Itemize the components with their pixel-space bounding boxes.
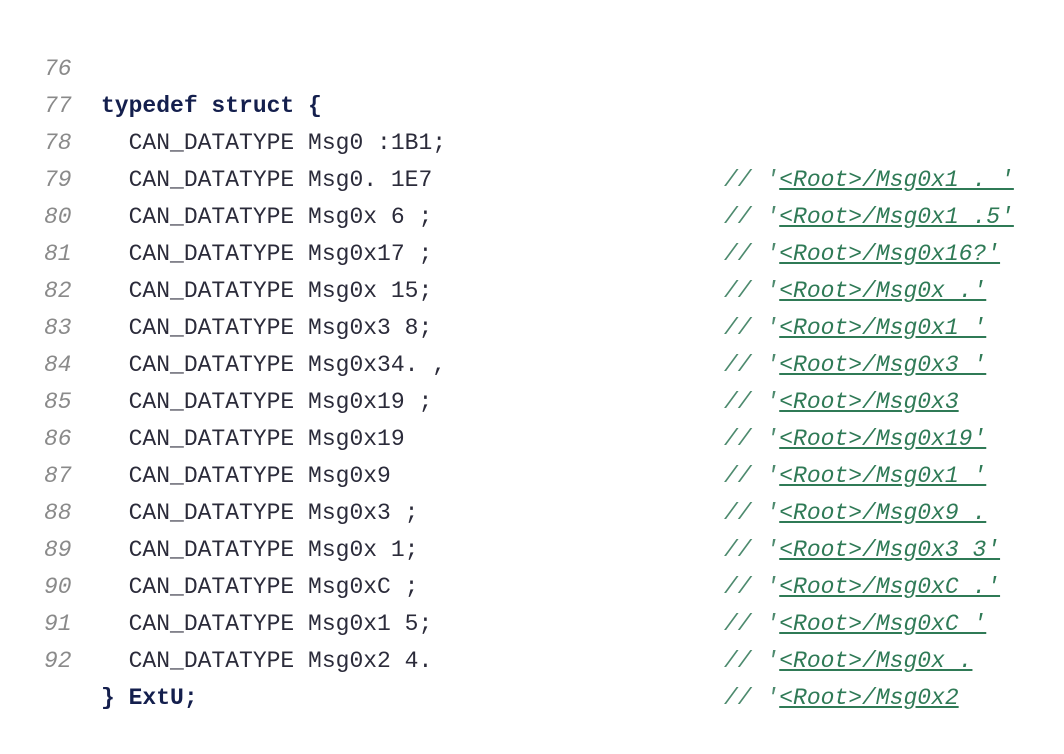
code-comment: // '<Root>/Msg0x3 '	[724, 347, 986, 384]
line-number: 92	[44, 648, 72, 674]
code-text: CAN_DATATYPE Msg0x 15;	[101, 278, 433, 304]
code-comment: // '<Root>/Msg0x2	[724, 680, 959, 717]
comment-prefix: // '	[724, 278, 780, 304]
comment-prefix: // '	[724, 574, 780, 600]
code-text: CAN_DATATYPE Msg0x 1;	[101, 537, 419, 563]
comment-prefix: // '	[724, 389, 780, 415]
comment-prefix: // '	[724, 685, 780, 711]
code-text: CAN_DATATYPE Msg0x1 5;	[101, 611, 433, 637]
root-message-link[interactable]: <Root>/Msg0x16?'	[779, 241, 1001, 267]
root-message-link[interactable]: <Root>/Msg0x1 .5'	[779, 204, 1014, 230]
line-number: 84	[44, 352, 72, 378]
root-message-link[interactable]: <Root>/Msg0x9 .	[779, 500, 987, 526]
root-message-link[interactable]: <Root>/Msg0x3 '	[779, 352, 987, 378]
code-comment: // '<Root>/Msg0x19'	[724, 421, 986, 458]
code-comment: // '<Root>/Msg0x1 .5'	[724, 199, 1014, 236]
line-number: 88	[44, 500, 72, 526]
code-text: CAN_DATATYPE Msg0x17 ;	[101, 241, 433, 267]
code-comment: // '<Root>/Msg0x .'	[724, 273, 986, 310]
code-text: CAN_DATATYPE Msg0x19 ;	[101, 389, 433, 415]
code-text: CAN_DATATYPE Msg0x34. ,	[101, 352, 447, 378]
root-message-link[interactable]: <Root>/Msg0xC '	[779, 611, 987, 637]
code-comment: // '<Root>/Msg0xC .'	[724, 569, 1000, 606]
code-text: CAN_DATATYPE Msg0x2 4.	[101, 648, 433, 674]
line-number: 91	[44, 611, 72, 637]
line-number: 89	[44, 537, 72, 563]
code-comment: // '<Root>/Msg0x1 '	[724, 458, 986, 495]
code-text: CAN_DATATYPE Msg0x 6 ;	[101, 204, 433, 230]
code-comment: // '<Root>/Msg0x1 '	[724, 310, 986, 347]
code-line: 83 CAN_DATATYPE Msg0x34. , // '<Root>/Ms…	[0, 273, 1064, 415]
root-message-link[interactable]: <Root>/Msg0x19'	[779, 426, 987, 452]
comment-prefix: // '	[724, 204, 780, 230]
code-text: CAN_DATATYPE Msg0x3 ;	[101, 500, 419, 526]
code-editor[interactable]: 76 typedef struct { 77 CAN_DATATYPE Msg0…	[0, 14, 1064, 711]
code-line: 82 CAN_DATATYPE Msg0x3 8; // '<Root>/Msg…	[0, 236, 1064, 378]
comment-prefix: // '	[724, 167, 780, 193]
code-text: CAN_DATATYPE Msg0x3 8;	[101, 315, 433, 341]
comment-prefix: // '	[724, 611, 780, 637]
root-message-link[interactable]: <Root>/Msg0x .'	[779, 278, 987, 304]
line-number: 87	[44, 463, 72, 489]
comment-prefix: // '	[724, 315, 780, 341]
code-line: 76 typedef struct {	[0, 14, 1064, 119]
code-line: 89 CAN_DATATYPE Msg0xC ; // '<Root>/Msg0…	[0, 495, 1064, 637]
code-line: 86 CAN_DATATYPE Msg0x9 // '<Root>/Msg0x9…	[0, 384, 1064, 526]
code-line: 80 CAN_DATATYPE Msg0x17 ; // '<Root>/Msg…	[0, 162, 1064, 304]
code-text: } ExtU;	[101, 685, 198, 711]
root-message-link[interactable]: <Root>/Msg0x1 '	[779, 315, 987, 341]
line-number: 83	[44, 315, 72, 341]
line-number: 90	[44, 574, 72, 600]
code-text: CAN_DATATYPE Msg0x19	[101, 426, 405, 452]
comment-prefix: // '	[724, 463, 780, 489]
comment-prefix: // '	[724, 352, 780, 378]
code-line: 87 CAN_DATATYPE Msg0x3 ; // '<Root>/Msg0…	[0, 421, 1064, 563]
code-comment: // '<Root>/Msg0x3	[724, 384, 959, 421]
code-line: 78 CAN_DATATYPE Msg0. 1E7 // '<Root>/Msg…	[0, 88, 1064, 230]
code-line: 88 CAN_DATATYPE Msg0x 1; // '<Root>/Msg0…	[0, 458, 1064, 600]
line-number: 78	[44, 130, 72, 156]
code-text: CAN_DATATYPE Msg0. 1E7	[101, 167, 433, 193]
comment-prefix: // '	[724, 241, 780, 267]
code-text: CAN_DATATYPE Msg0 :1B1;	[101, 130, 447, 156]
code-line: 91 CAN_DATATYPE Msg0x2 4. // '<Root>/Msg…	[0, 569, 1064, 711]
comment-prefix: // '	[724, 500, 780, 526]
line-number: 76	[44, 56, 72, 82]
code-comment: // '<Root>/Msg0xC '	[724, 606, 986, 643]
root-message-link[interactable]: <Root>/Msg0x .	[779, 648, 973, 674]
line-number: 81	[44, 241, 72, 267]
code-line: 81 CAN_DATATYPE Msg0x 15; // '<Root>/Msg…	[0, 199, 1064, 341]
code-line: 90 CAN_DATATYPE Msg0x1 5; // '<Root>/Msg…	[0, 532, 1064, 674]
line-number: 85	[44, 389, 72, 415]
root-message-link[interactable]: <Root>/Msg0x3 3'	[779, 537, 1001, 563]
line-number: 82	[44, 278, 72, 304]
root-message-link[interactable]: <Root>/Msg0x1 . '	[779, 167, 1014, 193]
code-line: 77 CAN_DATATYPE Msg0 :1B1; // '<Root>/Ms…	[0, 51, 1064, 193]
code-text: CAN_DATATYPE Msg0xC ;	[101, 574, 419, 600]
comment-prefix: // '	[724, 537, 780, 563]
root-message-link[interactable]: <Root>/Msg0x1 '	[779, 463, 987, 489]
line-number: 86	[44, 426, 72, 452]
code-text: typedef struct {	[101, 93, 322, 119]
code-text: CAN_DATATYPE Msg0x9	[101, 463, 391, 489]
code-line: 92 } ExtU;	[0, 606, 1064, 711]
code-comment: // '<Root>/Msg0x .	[724, 643, 972, 680]
line-number: 77	[44, 93, 72, 119]
code-line: 85 CAN_DATATYPE Msg0x19 // '<Root>/Msg0x…	[0, 347, 1064, 489]
code-line: 84 CAN_DATATYPE Msg0x19 ; // '<Root>/Msg…	[0, 310, 1064, 452]
comment-prefix: // '	[724, 648, 780, 674]
root-message-link[interactable]: <Root>/Msg0x2	[779, 685, 959, 711]
code-comment: // '<Root>/Msg0x16?'	[724, 236, 1000, 273]
comment-prefix: // '	[724, 426, 780, 452]
line-number: 80	[44, 204, 72, 230]
root-message-link[interactable]: <Root>/Msg0xC .'	[779, 574, 1001, 600]
code-line: 79 CAN_DATATYPE Msg0x 6 ; // '<Root>/Msg…	[0, 125, 1064, 267]
code-comment: // '<Root>/Msg0x1 . '	[724, 162, 1014, 199]
root-message-link[interactable]: <Root>/Msg0x3	[779, 389, 959, 415]
line-number: 79	[44, 167, 72, 193]
code-comment: // '<Root>/Msg0x3 3'	[724, 532, 1000, 569]
code-comment: // '<Root>/Msg0x9 .	[724, 495, 986, 532]
